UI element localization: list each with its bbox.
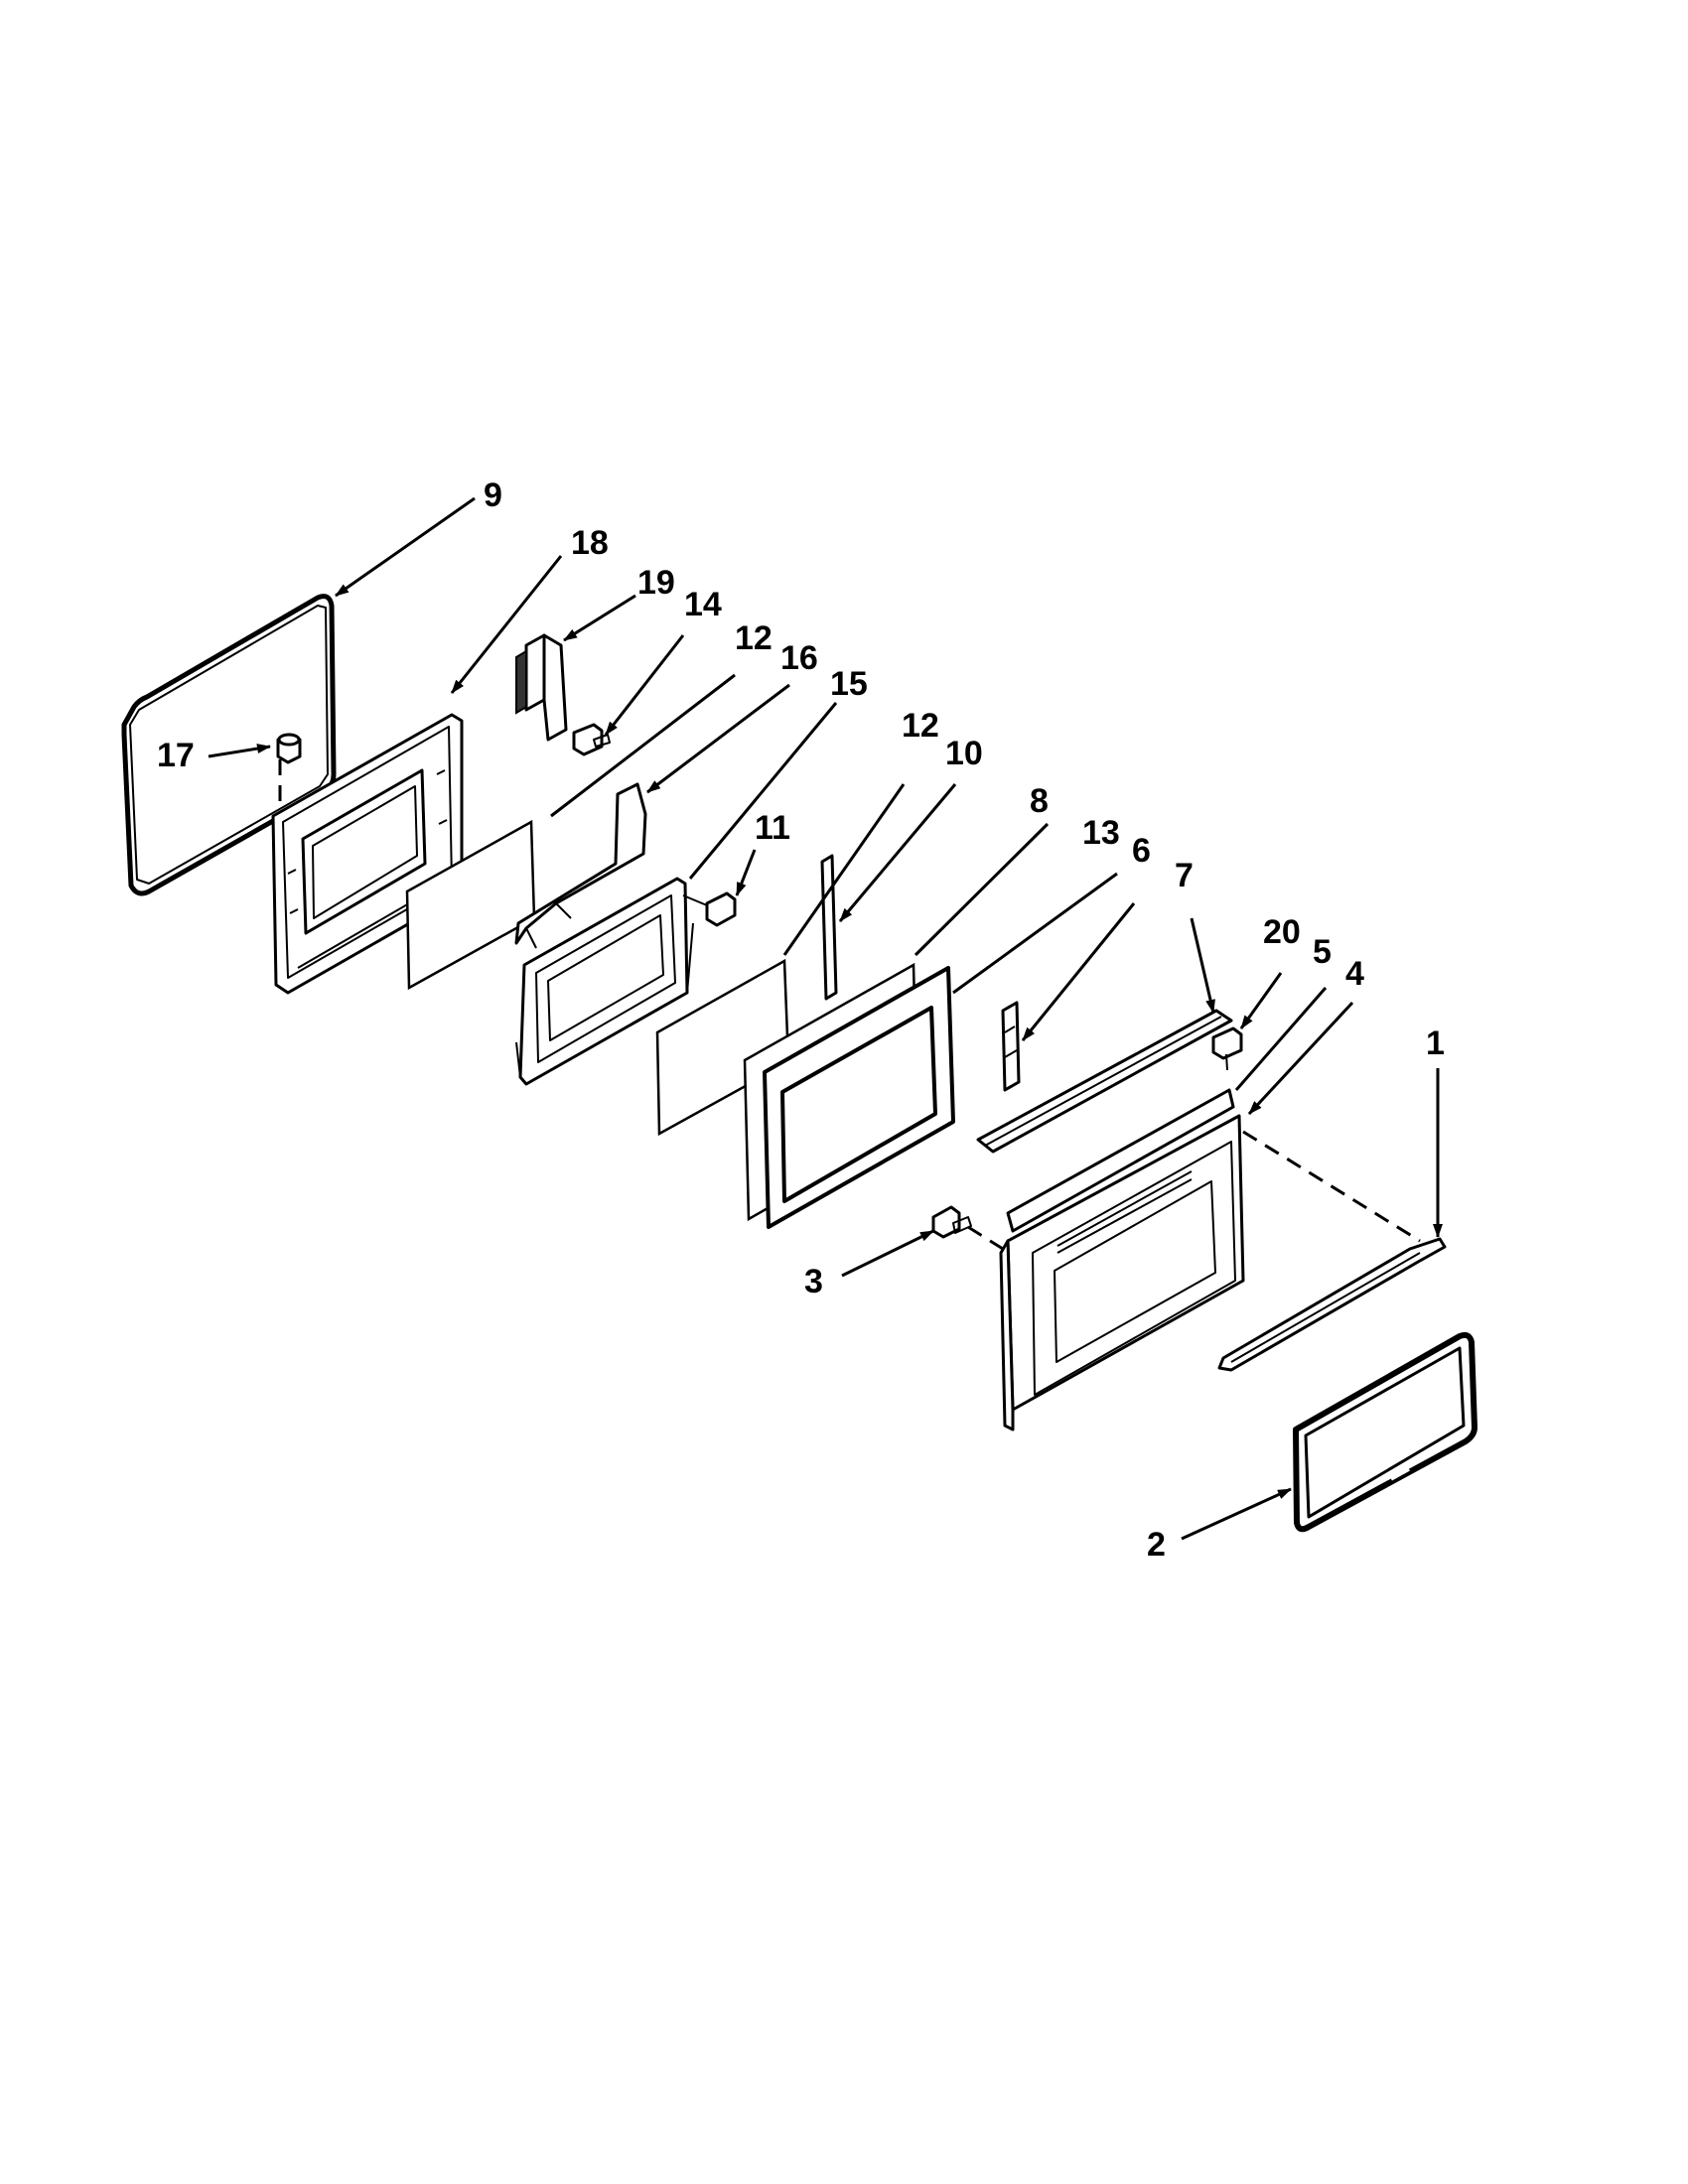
callout-4: 4 [1345,955,1364,993]
part-7-vent-trim [976,1009,1233,1154]
leader-lines [208,496,1443,1541]
part-15-inner-door-frame [515,877,694,1086]
callout-20: 20 [1263,913,1301,951]
callout-labels: 9 18 19 14 12 16 15 17 11 12 10 8 13 6 7… [157,477,1445,1564]
part-17-spacer [276,733,302,764]
part-20-screw [1211,1026,1243,1071]
callout-5: 5 [1313,933,1332,971]
part-16-insulation [514,782,647,949]
part-9-door-gasket [121,594,337,896]
part-14-screw [572,723,611,756]
part-3-screw [931,1205,972,1239]
callout-7: 7 [1175,857,1194,894]
part-10-spacer-strip [820,854,838,1001]
part-1-door-handle [1217,1237,1447,1372]
callout-13: 13 [1082,814,1120,852]
callout-11: 11 [755,809,790,847]
part-6-vent-bracket [1001,1001,1021,1092]
callout-17: 17 [157,737,195,774]
part-4-outer-door-panel [999,1114,1245,1432]
callout-1: 1 [1426,1024,1445,1062]
part-13-glass-gasket [763,966,955,1229]
part-19-hinge [515,633,568,742]
callout-3: 3 [804,1263,823,1300]
callout-19: 19 [637,564,675,602]
callout-18: 18 [571,524,609,562]
callout-10: 10 [945,735,983,772]
callout-16: 16 [780,639,818,677]
callout-2: 2 [1147,1526,1166,1564]
callout-12b: 12 [902,707,939,745]
callout-14: 14 [684,586,722,623]
part-5-top-trim [1006,1088,1235,1233]
callout-15: 15 [830,665,868,703]
callout-8: 8 [1030,782,1049,820]
part-11-screw [682,891,737,927]
callout-9: 9 [484,477,502,514]
callout-6: 6 [1132,832,1151,870]
part-2-gasket [1293,1331,1477,1533]
callout-12a: 12 [735,619,773,657]
